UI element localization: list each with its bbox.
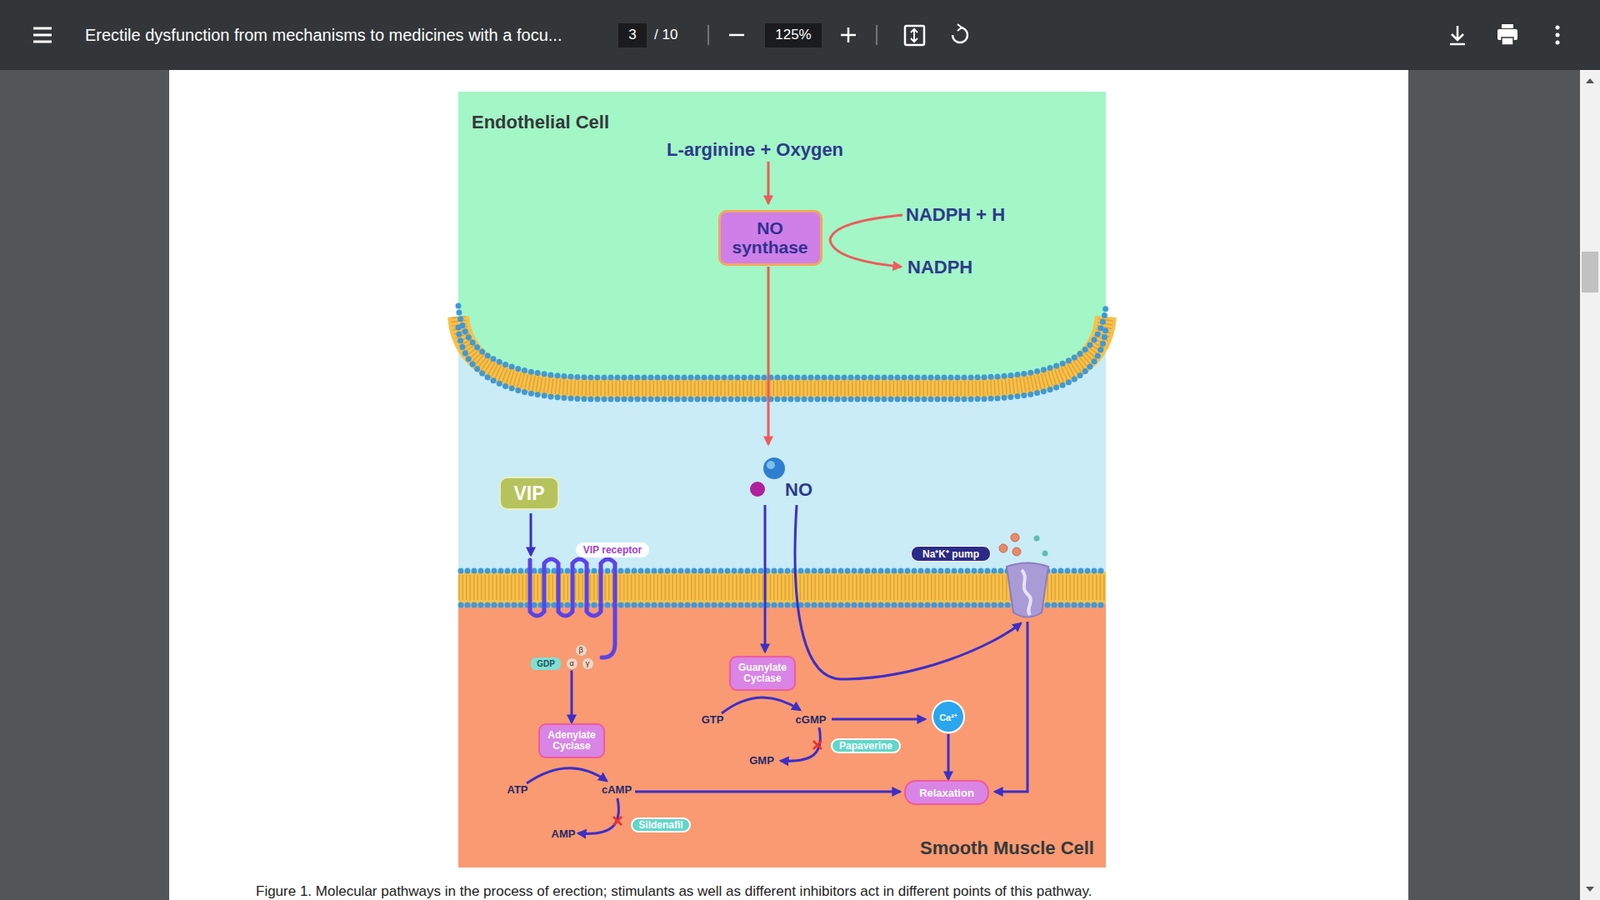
node-text: VIP — [513, 482, 545, 505]
molecule-label: NADPH + H — [905, 204, 1005, 226]
enzyme-box: Guanylate Cyclase — [729, 655, 796, 691]
node-text: VIP receptor — [583, 544, 642, 556]
g-protein-subunit: α — [565, 657, 579, 670]
molecule-label: cAMP — [601, 783, 632, 796]
enzyme-box: Adenylate Cyclase — [538, 723, 605, 759]
toolbar-text: / 10 — [654, 26, 678, 44]
molecule-label: ATP — [506, 783, 528, 796]
toolbar-text: 125% — [775, 26, 811, 44]
outcome-box: Relaxation — [904, 780, 990, 805]
node-text: Ca²⁺ — [939, 710, 958, 724]
node-text: Smooth Muscle Cell — [920, 837, 1095, 860]
molecule-label: GTP — [701, 713, 725, 726]
molecule-label: NO — [785, 479, 813, 501]
node-text: NO synthase — [729, 218, 812, 257]
node-text: Adenylate Cyclase — [543, 730, 600, 751]
node-text: Papaverine — [839, 740, 893, 752]
molecule-label: L-arginine + Oxygen — [666, 139, 844, 161]
toolbar-text: 3 — [628, 26, 636, 44]
molecule-label: AMP — [551, 827, 576, 840]
ion-circle: Ca²⁺ — [931, 700, 965, 734]
node-text: α — [569, 659, 574, 668]
inhibitor-pill: Papaverine — [830, 738, 901, 754]
molecule-label: GMP — [749, 754, 775, 767]
gdp-pill: GDP — [530, 657, 561, 670]
pump-tag: Na⁺K⁺ pump — [910, 545, 991, 562]
receptor-tag: VIP receptor — [575, 542, 650, 558]
node-text: Endothelial Cell — [471, 111, 610, 134]
pathway-arrow — [570, 670, 574, 724]
molecule-label: cGMP — [795, 713, 827, 726]
node-text: γ — [585, 659, 590, 668]
node-text: GDP — [536, 659, 555, 669]
enzyme-box: NO synthase — [718, 210, 823, 266]
inhibitor-pill: Sildenafil — [630, 817, 691, 833]
toolbar-text: Erectile dysfunction from mechanisms to … — [85, 25, 562, 45]
node-text: Na⁺K⁺ pump — [922, 546, 980, 561]
node-text: Relaxation — [919, 786, 975, 800]
pathway-arrow — [947, 734, 950, 780]
cell-region: Endothelial Cell NO synthase — [458, 91, 1106, 309]
g-protein-subunit: γ — [581, 657, 595, 670]
node-text: Sildenafil — [638, 819, 683, 831]
node-text: β — [578, 645, 583, 655]
g-protein-subunit: β — [575, 644, 588, 657]
molecule-label: NADPH — [907, 256, 973, 279]
figure-caption: Figure 1. Molecular pathways in the proc… — [255, 884, 1093, 900]
node-text: Guanylate Cyclase — [734, 662, 791, 684]
ligand-box: VIP — [499, 476, 560, 510]
